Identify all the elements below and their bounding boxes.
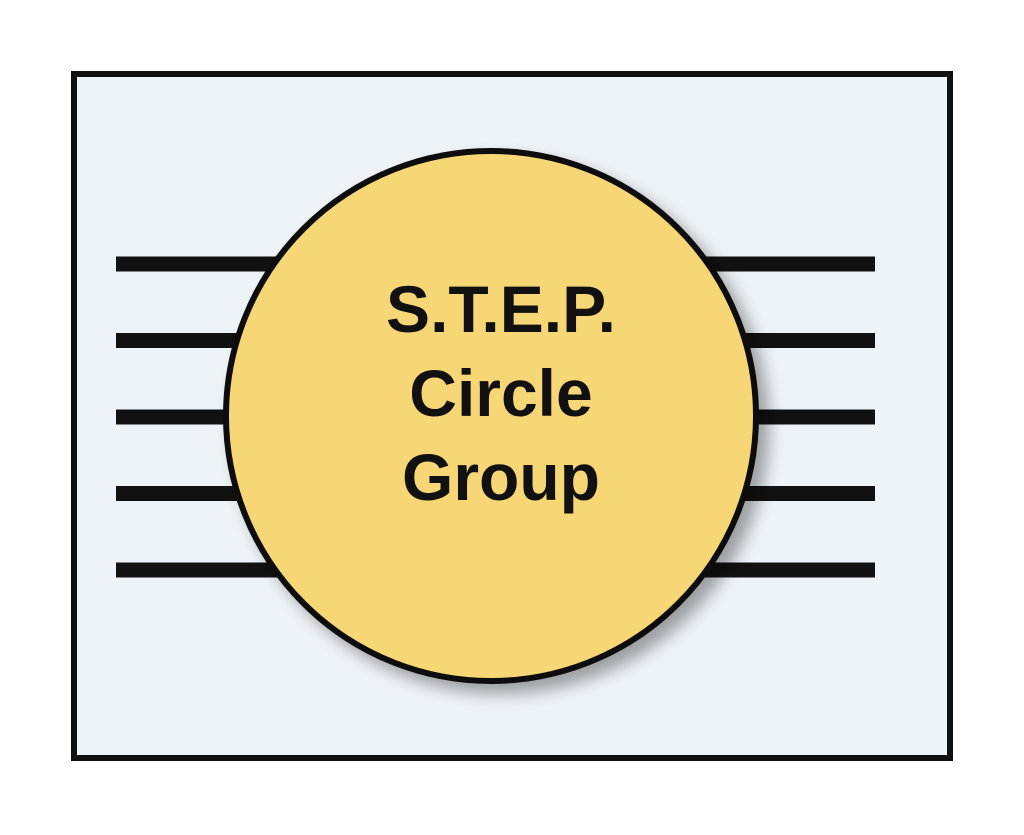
circle-title-line-2: Circle (409, 356, 592, 430)
center-circle (223, 148, 759, 684)
circle-title-line-1: S.T.E.P. (386, 272, 616, 346)
circle-title-line-3: Group (402, 440, 600, 514)
